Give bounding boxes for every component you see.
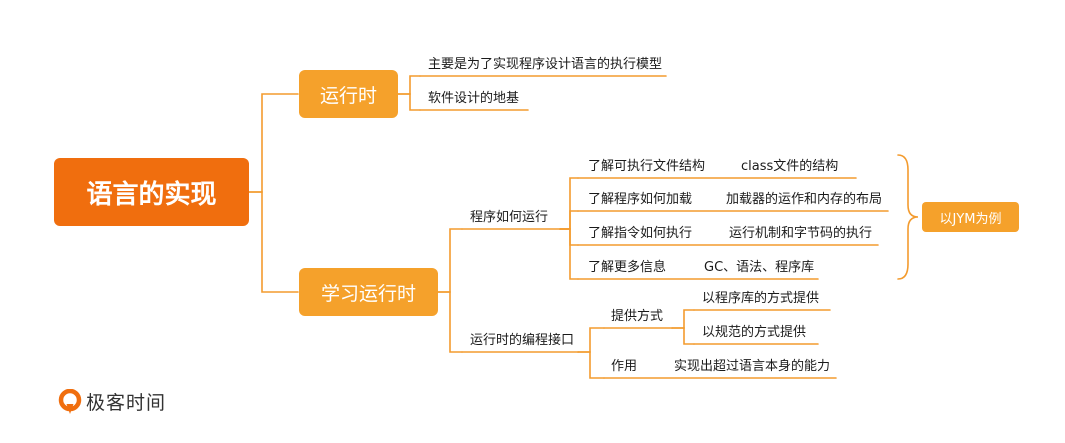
link-root-learn [248, 191, 299, 293]
runtime-api: 运行时的编程接口 [470, 333, 575, 348]
link-root-runtime [248, 93, 299, 193]
learn-runtime-node[interactable]: 学习运行时 [299, 268, 438, 316]
how-item-2-label: 了解程序如何加载 [588, 192, 693, 207]
jvm-example-label: 以JYM为例 [939, 211, 1002, 227]
root-label: 语言的实现 [86, 179, 217, 210]
provide-item-2: 以规范的方式提供 [702, 325, 807, 340]
how-item-4-detail: GC、语法、程序库 [704, 260, 815, 275]
how-item-1-label: 了解可执行文件结构 [588, 159, 706, 174]
runtime-item-1: 主要是为了实现程序设计语言的执行模型 [428, 57, 663, 72]
how-item-1-detail: class文件的结构 [741, 159, 839, 174]
summary-brace [897, 154, 919, 280]
how-item-4-label: 了解更多信息 [588, 260, 667, 275]
learn-runtime-label: 学习运行时 [320, 282, 416, 305]
use-detail: 实现出超过语言本身的能力 [674, 359, 831, 374]
how-program-runs: 程序如何运行 [470, 210, 549, 225]
provide-method: 提供方式 [611, 309, 664, 324]
geektime-logo: 极客时间 [58, 388, 166, 415]
jvm-example-tag[interactable]: 以JYM为例 [922, 202, 1019, 232]
link-runtime-item1 [397, 75, 421, 95]
how-item-3-detail: 运行机制和字节码的执行 [729, 226, 873, 241]
geektime-logo-icon [58, 388, 82, 414]
root-node[interactable]: 语言的实现 [54, 158, 249, 226]
provide-item-1: 以程序库的方式提供 [702, 291, 820, 306]
how-item-3-label: 了解指令如何执行 [588, 226, 693, 241]
use-label: 作用 [611, 359, 638, 374]
link-runtime-item2 [397, 93, 421, 111]
runtime-label: 运行时 [319, 84, 377, 107]
runtime-item-2: 软件设计的地基 [428, 91, 520, 106]
runtime-node[interactable]: 运行时 [299, 70, 398, 118]
how-item-2-detail: 加载器的运作和内存的布局 [726, 192, 883, 207]
link-learn-how [437, 228, 463, 293]
link-learn-api [437, 291, 463, 353]
logo-text: 极客时间 [86, 392, 167, 414]
